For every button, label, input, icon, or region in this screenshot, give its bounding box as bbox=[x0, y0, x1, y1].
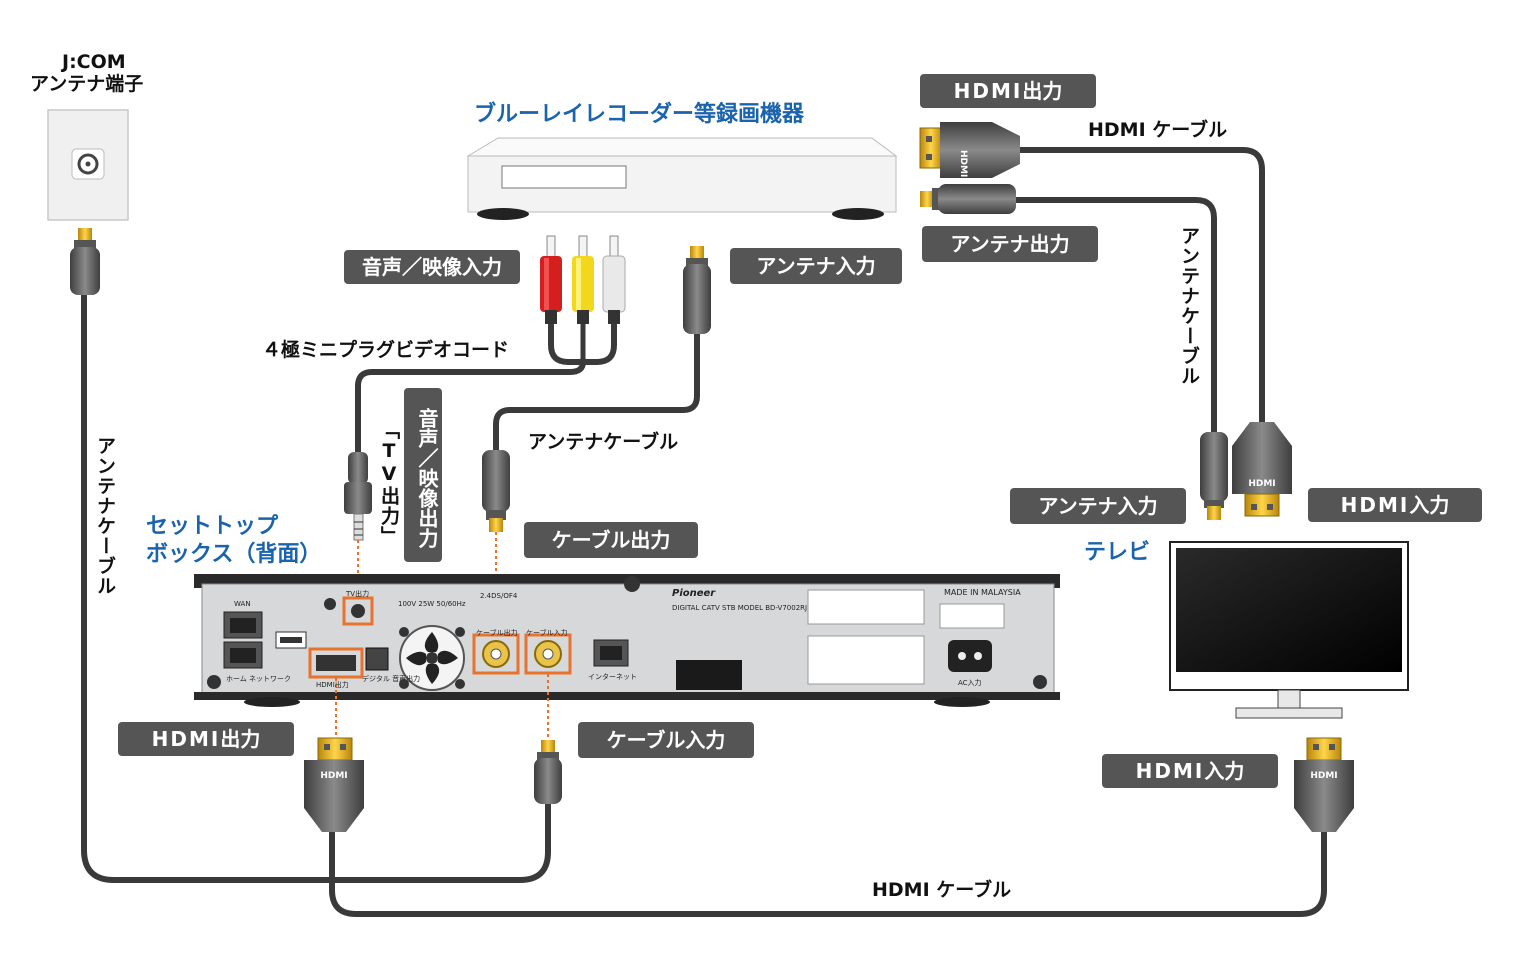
svg-text:HDMI: HDMI bbox=[1310, 771, 1337, 781]
antenna-input-tv-label: アンテナ入力 bbox=[1010, 488, 1186, 524]
av-output-vertical-label: 音声／映像出力 bbox=[404, 388, 442, 562]
mini-plug-cord-label: ４極ミニプラグビデオコード bbox=[262, 339, 510, 361]
cable-antenna-recorder-to-stb bbox=[493, 327, 700, 453]
svg-text:HDMI: HDMI bbox=[1248, 479, 1275, 489]
cable-output-label: ケーブル出力 bbox=[524, 522, 698, 558]
cable-hdmi-recorder-to-tv bbox=[1015, 147, 1265, 425]
jcom-wall-outlet bbox=[47, 109, 129, 221]
optical-port bbox=[365, 647, 389, 671]
antenna-cable-right-label: アンテナケーブル bbox=[1178, 226, 1200, 386]
hdmi-input-tv-top-label: HDMI入力 bbox=[1308, 488, 1482, 522]
hdmi-plug-recorder-output: HDMI bbox=[919, 122, 1020, 178]
rca-plugs bbox=[540, 235, 626, 324]
stb-title-line2: ボックス（背面） bbox=[146, 542, 322, 567]
stb-title-line1: セットトップ bbox=[146, 514, 279, 539]
tv-output-vertical-label: 「TV出力」 bbox=[378, 420, 400, 546]
cable-input-label: ケーブル入力 bbox=[578, 722, 754, 758]
hdmi-plug-tv-bottom: HDMI bbox=[1294, 737, 1354, 832]
lan-ports bbox=[223, 611, 263, 669]
antenna-plug-recorder-input bbox=[683, 246, 711, 334]
stb-cable-out-label: ケーブル出力 bbox=[476, 629, 518, 637]
antenna-plug-stb-cable-input bbox=[534, 740, 562, 804]
hdmi-logo: HDMI bbox=[953, 79, 1023, 103]
hdmi-cable-bottom-label: HDMI ケーブル bbox=[872, 879, 1012, 901]
hdmi-logo: HDMI bbox=[1135, 759, 1205, 783]
antenna-cable-mid-label: アンテナケーブル bbox=[528, 431, 679, 453]
hdmi-input-tv-bottom-text: 入力 bbox=[1204, 759, 1245, 783]
television bbox=[1169, 541, 1409, 719]
svg-text:HDMI: HDMI bbox=[320, 771, 347, 781]
stb-band-label: 2.4DS/OF4 bbox=[480, 592, 518, 600]
stb-power-spec: 100V 25W 50/60Hz bbox=[398, 600, 466, 608]
jcom-label-line2: アンテナ端子 bbox=[30, 73, 144, 95]
hdmi-input-tv-bottom-label: HDMI入力 bbox=[1102, 754, 1278, 788]
tv-out-jack bbox=[351, 604, 365, 618]
stb-ac-in-label: AC入力 bbox=[958, 679, 982, 687]
antenna-input-recorder-label: アンテナ入力 bbox=[730, 248, 902, 284]
hdmi-cable-top-label: HDMI ケーブル bbox=[1088, 119, 1228, 141]
ac-inlet bbox=[948, 640, 992, 672]
stb-model: DIGITAL CATV STB MODEL BD-V7002RJ bbox=[672, 604, 808, 612]
stb-home-network-label: ホーム ネットワーク bbox=[226, 675, 292, 683]
stb-brand: Pioneer bbox=[672, 588, 716, 599]
hdmi-output-recorder-text: 出力 bbox=[1022, 79, 1063, 103]
stb-tv-out-label: TV出力 bbox=[346, 590, 370, 598]
jcom-label-line1: J:COM bbox=[62, 51, 126, 73]
antenna-plug-recorder-output bbox=[920, 184, 1016, 214]
cable-antenna-recorder-to-tv bbox=[1011, 197, 1217, 435]
recorder-title: ブルーレイレコーダー等録画機器 bbox=[474, 102, 805, 127]
fan-grille bbox=[399, 625, 465, 691]
antenna-plug-tv-input bbox=[1200, 432, 1228, 520]
hdmi-output-stb-text: 出力 bbox=[220, 727, 261, 751]
stb-hdmi-out-label: HDMI出力 bbox=[316, 681, 349, 689]
antenna-cable-left-label: アンテナケーブル bbox=[94, 436, 116, 596]
hdmi-plug-tv-top: HDMI bbox=[1232, 422, 1292, 517]
cable-hdmi-stb-to-tv bbox=[329, 827, 1327, 917]
stb-wan-label: WAN bbox=[234, 600, 251, 608]
rca-yellow bbox=[572, 235, 594, 324]
cable-jcom-to-stb bbox=[81, 287, 551, 883]
stb-internet-label: インターネット bbox=[588, 673, 637, 681]
hdmi-logo: HDMI bbox=[1340, 493, 1410, 517]
stb-made-in: MADE IN MALAYSIA bbox=[944, 588, 1021, 597]
hdmi-output-recorder-label: HDMI出力 bbox=[920, 74, 1096, 108]
svg-text:HDMI: HDMI bbox=[958, 150, 968, 177]
bluray-recorder bbox=[466, 137, 898, 220]
antenna-output-recorder-label: アンテナ出力 bbox=[922, 226, 1098, 262]
tv-title: テレビ bbox=[1084, 540, 1151, 565]
stb-cable-in-label: ケーブル入力 bbox=[526, 629, 568, 637]
hdmi-plug-stb: HDMI bbox=[304, 737, 364, 832]
stb-digital-audio-label: デジタル 音声出力 bbox=[362, 675, 421, 683]
rca-white bbox=[602, 235, 626, 324]
hdmi-port-stb bbox=[316, 655, 356, 671]
antenna-plug-jcom bbox=[70, 228, 100, 295]
av-input-label: 音声／映像入力 bbox=[344, 250, 520, 284]
rca-red bbox=[540, 235, 562, 324]
hdmi-input-tv-top-text: 入力 bbox=[1409, 493, 1450, 517]
hdmi-output-stb-label: HDMI出力 bbox=[118, 722, 294, 756]
stb-back-panel bbox=[194, 574, 1060, 707]
hdmi-logo: HDMI bbox=[151, 727, 221, 751]
